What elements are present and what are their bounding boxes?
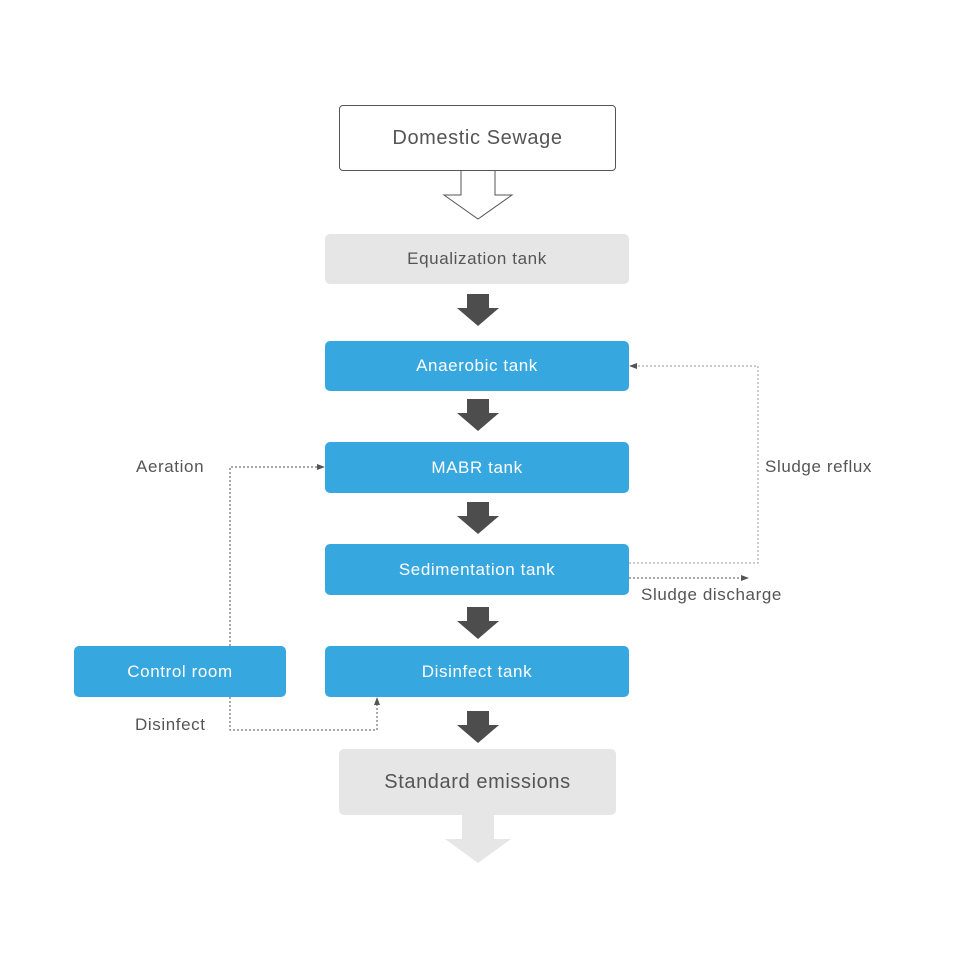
sedimentation-tank-box: Sedimentation tank: [325, 544, 629, 595]
aeration-label: Aeration: [136, 457, 205, 476]
flow-arrow-sedimentation-disinfect: [457, 607, 499, 639]
domestic-sewage-label: Domestic Sewage: [392, 126, 563, 149]
mabr-tank-box: MABR tank: [325, 442, 629, 493]
anaerobic-tank-label: Anaerobic tank: [416, 356, 538, 375]
disinfect-line: [229, 697, 378, 731]
flow-arrow-anaerobic-mabr: [457, 399, 499, 431]
anaerobic-tank-box: Anaerobic tank: [325, 341, 629, 391]
standard-emissions-label: Standard emissions: [384, 770, 571, 793]
sludge-reflux-label: Sludge reflux: [765, 457, 873, 476]
sludge-reflux-arrowhead: [629, 363, 637, 369]
aeration-arrowhead: [317, 464, 325, 470]
flow-arrow-equalization-anaerobic: [457, 294, 499, 326]
standard-emissions-box: Standard emissions: [339, 749, 616, 815]
sludge-discharge-label: Sludge discharge: [641, 585, 782, 604]
sedimentation-tank-label: Sedimentation tank: [398, 559, 556, 579]
equalization-tank-box: Equalization tank: [325, 234, 629, 284]
equalization-tank-label: Equalization tank: [407, 249, 547, 268]
control-room-label: Control room: [127, 661, 233, 681]
disinfect-tank-box: Disinfect tank: [325, 646, 629, 697]
control-room-box: Control room: [74, 646, 286, 697]
sludge-reflux-line: [629, 365, 759, 564]
output-flow-arrow: [445, 814, 511, 863]
aeration-line: [229, 466, 318, 646]
flow-arrow-disinfect-output: [457, 711, 499, 743]
disinfect-label: Disinfect: [135, 715, 206, 734]
disinfect-arrowhead: [374, 697, 380, 705]
hollow-flow-arrow: [442, 170, 514, 220]
flow-arrow-mabr-sedimentation: [457, 502, 499, 534]
sludge-discharge-arrowhead: [741, 575, 749, 581]
domestic-sewage-box: Domestic Sewage: [339, 105, 616, 171]
disinfect-tank-label: Disinfect tank: [421, 661, 533, 681]
mabr-tank-label: MABR tank: [431, 457, 523, 477]
